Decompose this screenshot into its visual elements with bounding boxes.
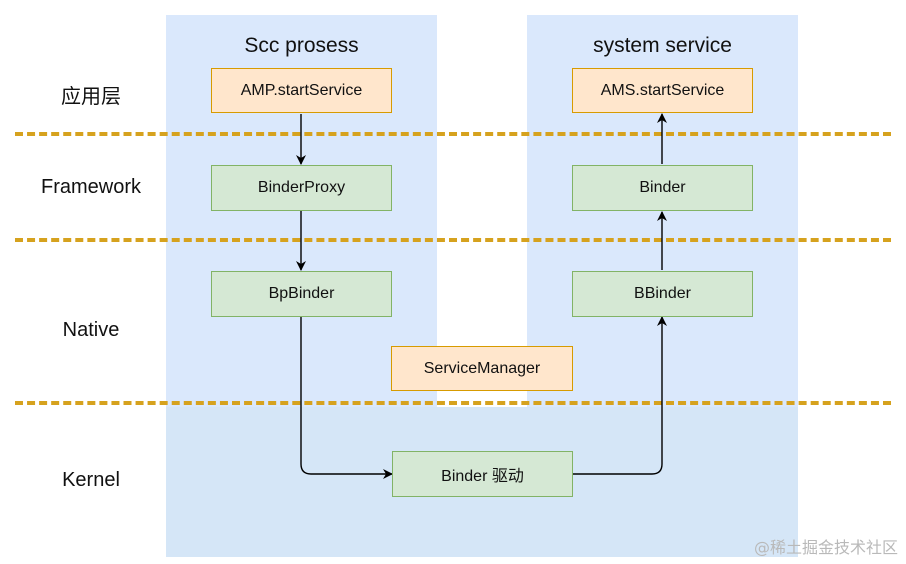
layer-divider-native-kernel — [15, 401, 891, 405]
node-binder: Binder — [572, 165, 753, 211]
node-binder-driver: Binder 驱动 — [392, 451, 573, 497]
node-service-manager: ServiceManager — [391, 346, 573, 391]
layer-divider-framework-native — [15, 238, 891, 242]
node-ams-start-service: AMS.startService — [572, 68, 753, 113]
layer-label-app: 应用层 — [61, 86, 121, 108]
client-process-title: Scc prosess — [244, 34, 359, 57]
node-bp-binder: BpBinder — [211, 271, 392, 317]
layer-label-kernel: Kernel — [62, 469, 120, 491]
edge-binder-driver-to-bbinder — [572, 316, 667, 475]
layer-label-native: Native — [62, 319, 120, 341]
node-b-binder: BBinder — [572, 271, 753, 317]
system-service-title: system service — [593, 34, 732, 57]
edge-bpbinder-to-binder-driver — [300, 317, 393, 479]
layer-divider-app-framework — [15, 132, 891, 136]
layer-label-framework: Framework — [40, 176, 141, 198]
node-binder-proxy: BinderProxy — [211, 165, 392, 211]
node-amp-start-service: AMP.startService — [211, 68, 392, 113]
watermark: @稀土掘金技术社区 — [753, 538, 898, 557]
